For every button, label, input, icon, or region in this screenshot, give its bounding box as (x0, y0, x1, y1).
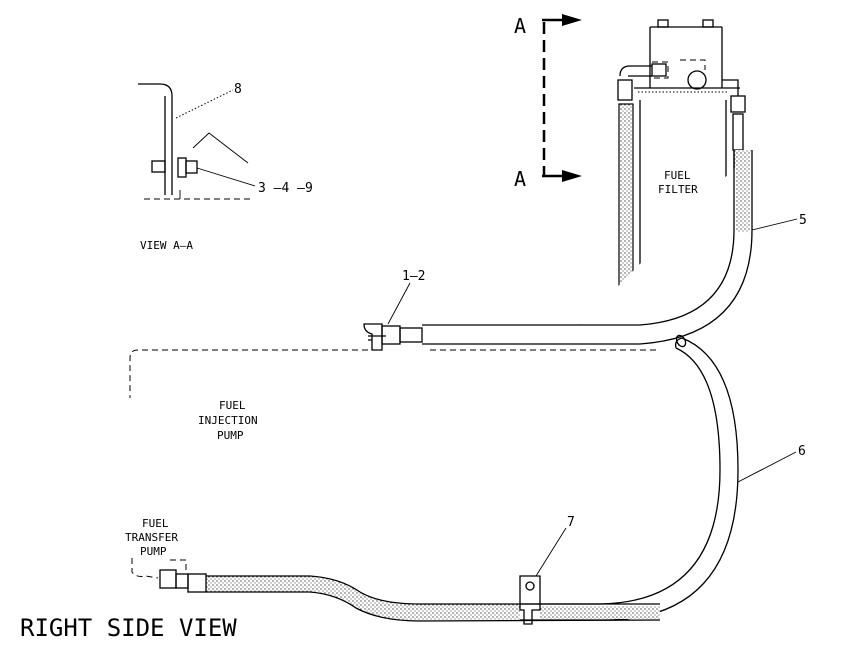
washer (177, 157, 187, 178)
filter-label-line1: FUEL (664, 169, 691, 182)
callout-1-2: 1–2 (402, 269, 425, 284)
injection-pump-outline (129, 349, 368, 398)
callout-6: 6 (798, 444, 806, 459)
view-aa-detail: 8 3 –4 –9 VIEW A–A (138, 82, 313, 252)
callout-5: 5 (799, 213, 807, 228)
nut (185, 160, 198, 174)
filter-base (649, 26, 723, 88)
arrow-right-icon (562, 14, 582, 26)
clip: 7 (519, 515, 575, 625)
filter-label-line2: FILTER (658, 183, 698, 196)
section-label-bottom: A (514, 167, 526, 191)
hose-nut (381, 325, 401, 345)
transfer-pump-outline (131, 558, 159, 579)
fuel-transfer-pump: FUEL TRANSFER PUMP (125, 517, 207, 593)
callout-7: 7 (567, 515, 575, 530)
transfer-pump-label-line3: PUMP (140, 545, 167, 558)
section-marker: A A (514, 14, 582, 191)
callout-3-4-9: 3 –4 –9 (258, 181, 313, 196)
transfer-fitting (159, 569, 177, 589)
clip-bolt-hole (525, 581, 535, 591)
transfer-pump-label-line1: FUEL (142, 517, 169, 530)
lower-fuel-line (206, 575, 661, 622)
arrow-right-icon (562, 170, 582, 182)
transfer-pump-label-line2: TRANSFER (125, 531, 178, 544)
bracket-outline (138, 83, 173, 195)
inlet-fitting (617, 79, 633, 101)
hose-5: 5 (422, 150, 807, 345)
injection-pump-label-line2: INJECTION (198, 414, 258, 427)
outlet-fitting (730, 95, 746, 113)
bolt-head (151, 160, 166, 173)
fuel-injection-pump: FUEL INJECTION PUMP 1–2 (129, 269, 660, 442)
view-aa-title: VIEW A–A (140, 239, 193, 252)
hose-6: 6 (520, 334, 806, 621)
injection-pump-label-line1: FUEL (219, 399, 246, 412)
elbow-fitting (363, 323, 383, 351)
view-title: RIGHT SIDE VIEW (20, 614, 237, 642)
bleed-screw (687, 70, 707, 90)
section-label-top: A (514, 14, 526, 38)
clip-bracket (519, 575, 541, 625)
injection-pump-label-line3: PUMP (217, 429, 244, 442)
callout-8: 8 (234, 82, 242, 97)
